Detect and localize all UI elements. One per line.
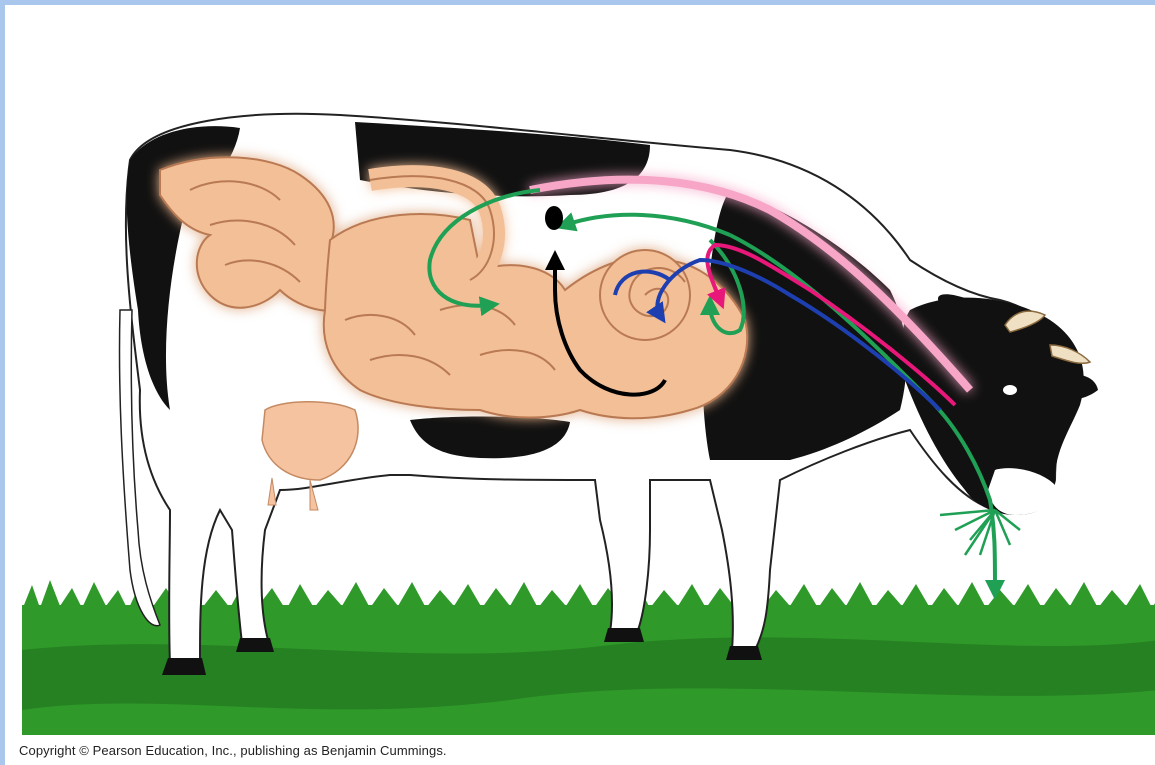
grass-icon bbox=[940, 510, 1020, 555]
cow-eye bbox=[1003, 385, 1017, 395]
reticulum-opening bbox=[545, 206, 563, 230]
copyright-notice: Copyright © Pearson Education, Inc., pub… bbox=[19, 743, 447, 758]
cow-digestive-diagram bbox=[10, 10, 1155, 735]
